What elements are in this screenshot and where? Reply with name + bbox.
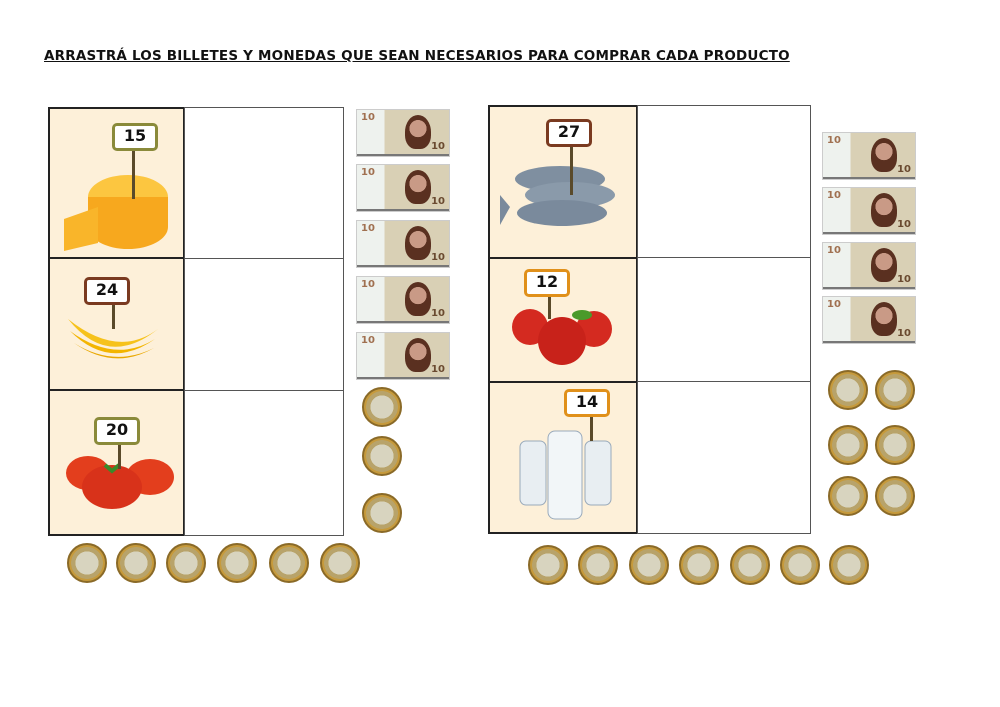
bill-10[interactable]: 10 10	[357, 277, 449, 323]
portrait-icon	[405, 226, 431, 260]
apple-icon	[512, 309, 612, 365]
coin-1[interactable]	[629, 545, 669, 585]
portrait-icon	[871, 302, 897, 336]
coin-1[interactable]	[269, 543, 309, 583]
coin-1[interactable]	[362, 436, 402, 476]
bill-denomination: 10	[827, 190, 841, 201]
drop-zone-fish[interactable]	[637, 105, 811, 258]
coin-1[interactable]	[875, 370, 915, 410]
bill-denomination: 10	[361, 167, 375, 178]
bill-denomination: 10	[361, 335, 375, 346]
milk-bottle-icon	[519, 430, 612, 520]
portrait-icon	[405, 115, 431, 149]
bill-denomination: 10	[431, 364, 445, 375]
portrait-icon	[405, 170, 431, 204]
product-cheese: 15	[48, 107, 185, 259]
bill-denomination: 10	[361, 223, 375, 234]
product-tomatoes: 20	[48, 389, 185, 536]
bill-10[interactable]: 10 10	[823, 297, 915, 343]
bill-denomination: 10	[361, 112, 375, 123]
coin-1[interactable]	[166, 543, 206, 583]
bill-10[interactable]: 10 10	[823, 188, 915, 234]
price-pole	[112, 299, 115, 329]
coin-1[interactable]	[730, 545, 770, 585]
product-bananas: 24	[48, 257, 185, 391]
price-pole	[570, 145, 573, 195]
portrait-icon	[871, 138, 897, 172]
price-tag: 27	[546, 119, 592, 147]
coin-1[interactable]	[829, 545, 869, 585]
bill-denomination: 10	[827, 135, 841, 146]
product-apples: 12	[488, 257, 638, 383]
portrait-icon	[871, 248, 897, 282]
bill-denomination: 10	[431, 196, 445, 207]
drop-zone-milk[interactable]	[637, 381, 811, 534]
price-pole	[590, 411, 593, 441]
bill-denomination: 10	[431, 141, 445, 152]
bill-denomination: 10	[897, 328, 911, 339]
coin-1[interactable]	[875, 476, 915, 516]
cheese-icon	[64, 175, 168, 251]
bill-10[interactable]: 10 10	[357, 333, 449, 379]
price-pole	[548, 289, 551, 319]
portrait-icon	[405, 338, 431, 372]
drop-zone-apples[interactable]	[637, 257, 811, 382]
drop-zone-tomatoes[interactable]	[184, 390, 344, 536]
price-tag: 14	[564, 389, 610, 417]
tomato-icon	[66, 456, 174, 509]
coin-1[interactable]	[362, 387, 402, 427]
coin-1[interactable]	[875, 425, 915, 465]
bill-10[interactable]: 10 10	[823, 133, 915, 179]
coin-1[interactable]	[67, 543, 107, 583]
bill-10[interactable]: 10 10	[823, 243, 915, 289]
bill-denomination: 10	[361, 279, 375, 290]
coin-1[interactable]	[362, 493, 402, 533]
coin-1[interactable]	[217, 543, 257, 583]
portrait-icon	[405, 282, 431, 316]
price-pole	[132, 147, 135, 199]
fish-icon	[500, 166, 615, 226]
coin-1[interactable]	[528, 545, 568, 585]
coin-1[interactable]	[828, 370, 868, 410]
bill-denomination: 10	[897, 164, 911, 175]
banana-icon	[68, 319, 158, 359]
coin-1[interactable]	[679, 545, 719, 585]
drop-zone-bananas[interactable]	[184, 258, 344, 391]
bill-denomination: 10	[431, 308, 445, 319]
coin-1[interactable]	[320, 543, 360, 583]
bill-denomination: 10	[827, 245, 841, 256]
price-tag: 24	[84, 277, 130, 305]
bill-denomination: 10	[431, 252, 445, 263]
coin-1[interactable]	[578, 545, 618, 585]
coin-1[interactable]	[828, 476, 868, 516]
bill-denomination: 10	[897, 274, 911, 285]
instructions-title: ARRASTRÁ LOS BILLETES Y MONEDAS QUE SEAN…	[44, 48, 790, 64]
bill-10[interactable]: 10 10	[357, 165, 449, 211]
product-milk: 14	[488, 381, 638, 534]
price-tag: 15	[112, 123, 158, 151]
portrait-icon	[871, 193, 897, 227]
drop-zone-cheese[interactable]	[184, 107, 344, 259]
bill-denomination: 10	[827, 299, 841, 310]
coin-1[interactable]	[780, 545, 820, 585]
product-fish: 27	[488, 105, 638, 259]
bill-10[interactable]: 10 10	[357, 221, 449, 267]
price-tag: 20	[94, 417, 140, 445]
price-tag: 12	[524, 269, 570, 297]
coin-1[interactable]	[116, 543, 156, 583]
coin-1[interactable]	[828, 425, 868, 465]
bill-denomination: 10	[897, 219, 911, 230]
bill-10[interactable]: 10 10	[357, 110, 449, 156]
price-pole	[118, 439, 121, 469]
